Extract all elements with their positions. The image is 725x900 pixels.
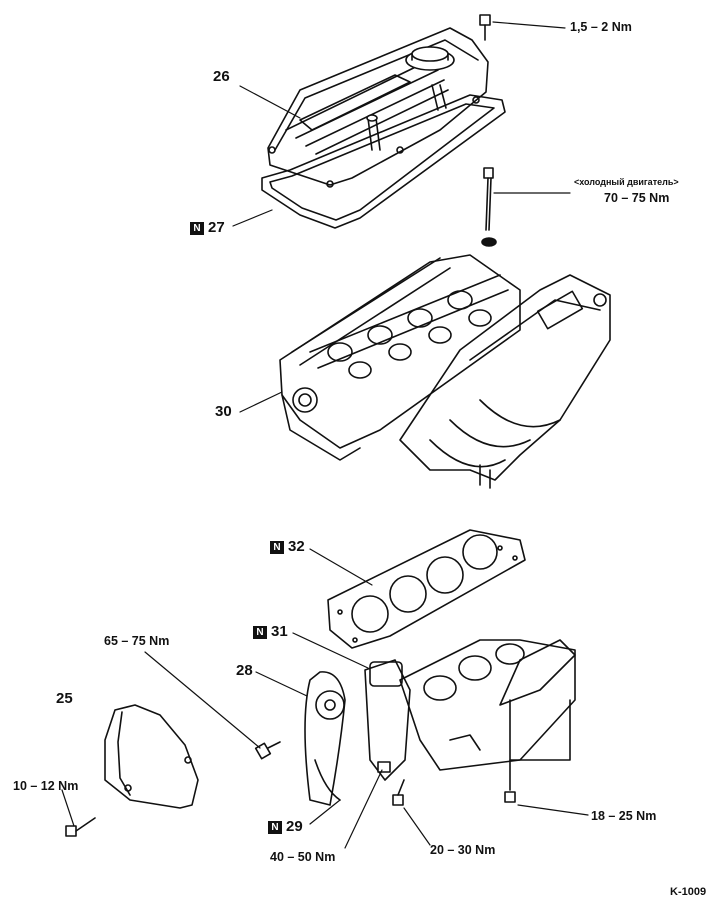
sprocket-bolt-torque: 65 – 75 Nm (104, 634, 170, 648)
new-part-marker: N (268, 821, 282, 834)
belt-cover-bolt-torque: 10 – 12 Nm (13, 779, 79, 793)
part-26-label: 26 (213, 68, 230, 85)
sprocket-bolt (254, 741, 281, 760)
part-29-label: N 29 (268, 818, 303, 835)
valve-cover-gasket (261, 94, 506, 229)
figure-code: K-1009 (670, 886, 707, 898)
leader-lines (61, 21, 589, 849)
head-gasket (327, 529, 526, 649)
stud-torque: 18 – 25 Nm (591, 809, 657, 823)
head-bolt-torque: 70 – 75 Nm (604, 191, 670, 205)
belt-cover-bolt (65, 817, 96, 837)
lower-bolt-torque: 20 – 30 Nm (430, 843, 496, 857)
new-part-marker: N (270, 541, 284, 554)
part-28-label: 28 (236, 662, 253, 679)
plug (377, 761, 391, 773)
head-bolt (481, 167, 497, 247)
intake-manifold (399, 274, 611, 489)
part-32-label: N 32 (270, 538, 305, 555)
timing-belt-cover (104, 704, 199, 809)
cover-bolt (479, 14, 491, 41)
cover-bolt-torque: 1,5 – 2 Nm (570, 20, 632, 34)
part-31-label: N 31 (253, 623, 288, 640)
part-25-label: 25 (56, 690, 73, 707)
lower-bolt (392, 779, 405, 806)
plug-torque: 40 – 50 Nm (270, 850, 336, 864)
new-part-marker: N (190, 222, 204, 235)
cylinder-head (279, 254, 521, 461)
part-27-label: N 27 (190, 219, 225, 236)
stud-bolt (504, 759, 516, 803)
part-30-label: 30 (215, 403, 232, 420)
part-27-number: 27 (208, 219, 225, 236)
part-29-number: 29 (286, 818, 303, 835)
part-31-number: 31 (271, 623, 288, 640)
new-part-marker: N (253, 626, 267, 639)
engine-block (304, 639, 576, 806)
valve-cover (267, 27, 489, 188)
part-32-number: 32 (288, 538, 305, 555)
cold-engine-note: <холодный двигатель> (574, 177, 679, 187)
